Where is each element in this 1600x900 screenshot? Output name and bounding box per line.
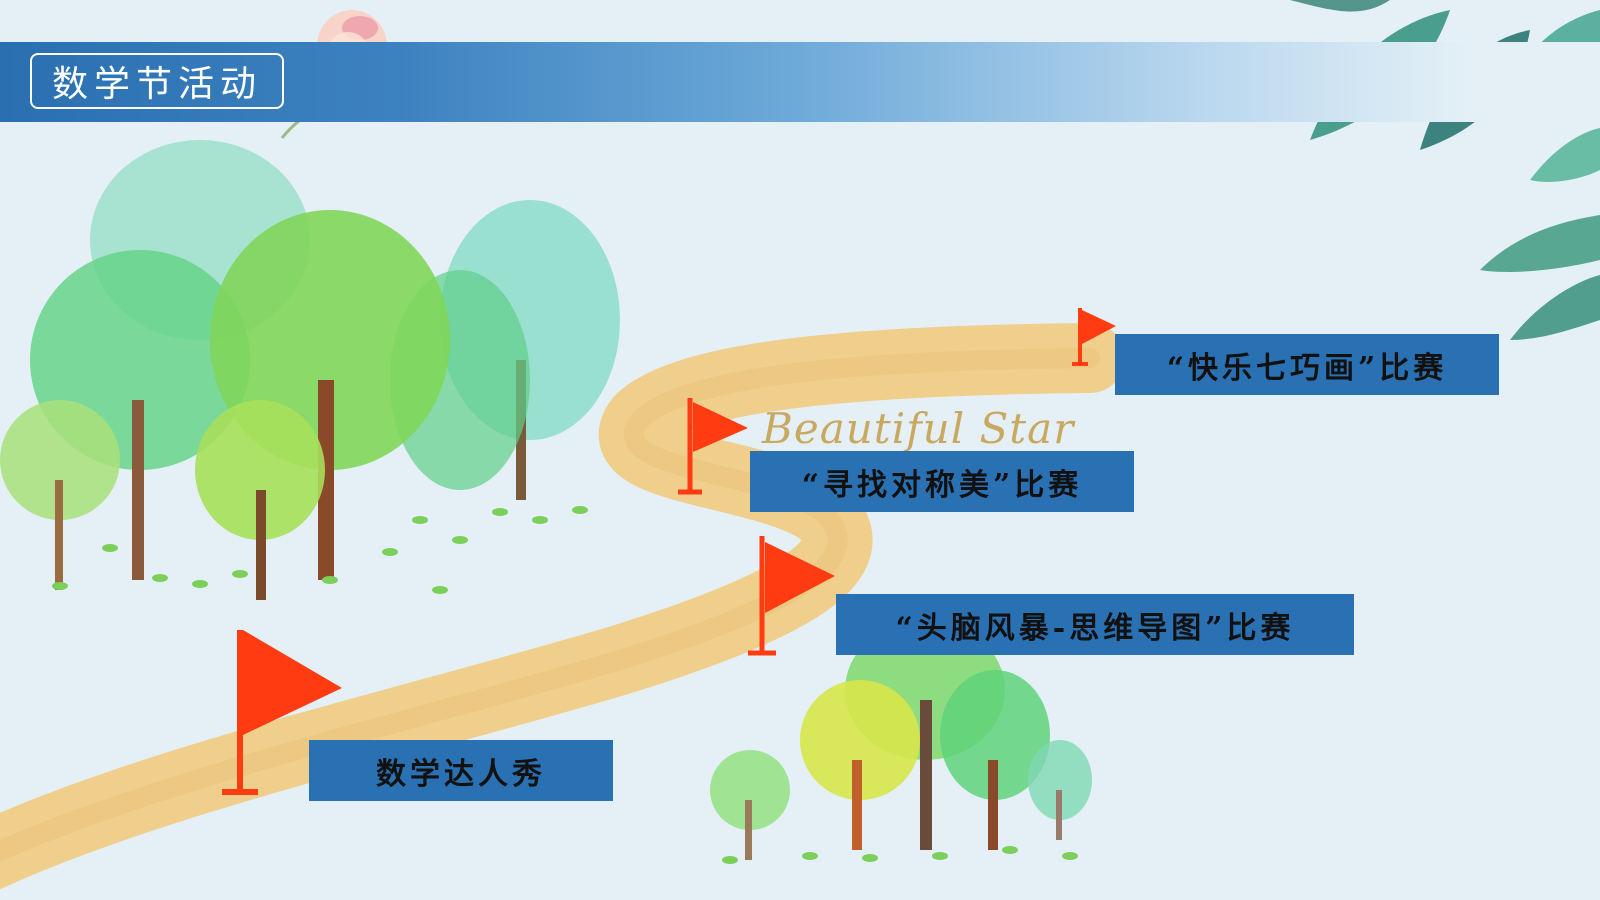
flag-icon (678, 398, 748, 495)
tree-icon (0, 140, 310, 590)
tree-icon (195, 200, 620, 600)
flag-icon (748, 536, 835, 656)
page-title: 数学节活动 (30, 53, 284, 109)
sprouts (52, 506, 588, 594)
stage-label-tangram[interactable]: “快乐七巧画”比赛 (1115, 334, 1499, 395)
tree-icon (710, 620, 1092, 860)
flag-icon (1072, 308, 1116, 366)
flag-icon (222, 630, 342, 795)
stage-label-symmetry[interactable]: “寻找对称美”比赛 (750, 451, 1134, 512)
stage-label-mind-map[interactable]: “头脑风暴-思维导图”比赛 (836, 594, 1354, 655)
decorative-script-text: Beautiful Star (762, 404, 1075, 453)
stage-label-math-show[interactable]: 数学达人秀 (309, 740, 613, 801)
